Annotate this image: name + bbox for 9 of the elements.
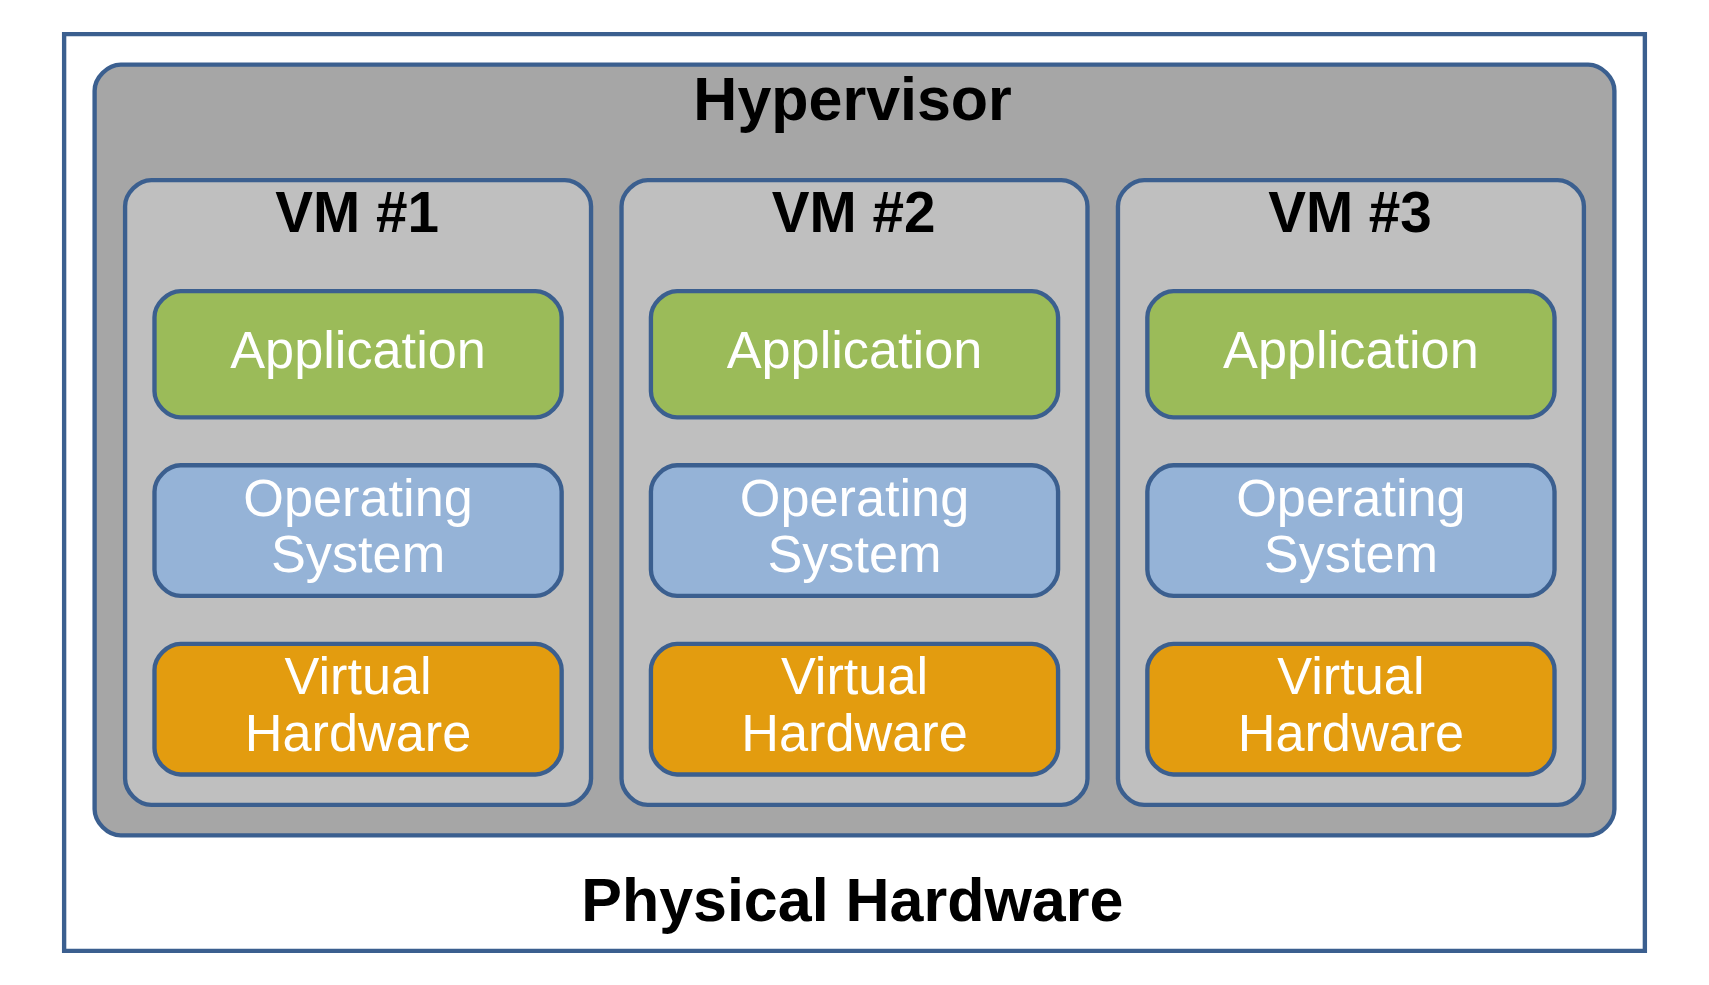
node-box: Application (648, 288, 1061, 420)
node-box: Operating System (648, 463, 1061, 599)
node-box: Virtual Hardware (648, 641, 1061, 777)
node-box: Application (1145, 288, 1557, 420)
node-box: Virtual Hardware (1145, 641, 1557, 777)
node-box: Application (152, 288, 564, 420)
node-box: Operating System (152, 463, 564, 599)
node-box: Virtual Hardware (152, 641, 564, 777)
node-box: Operating System (1145, 463, 1557, 599)
